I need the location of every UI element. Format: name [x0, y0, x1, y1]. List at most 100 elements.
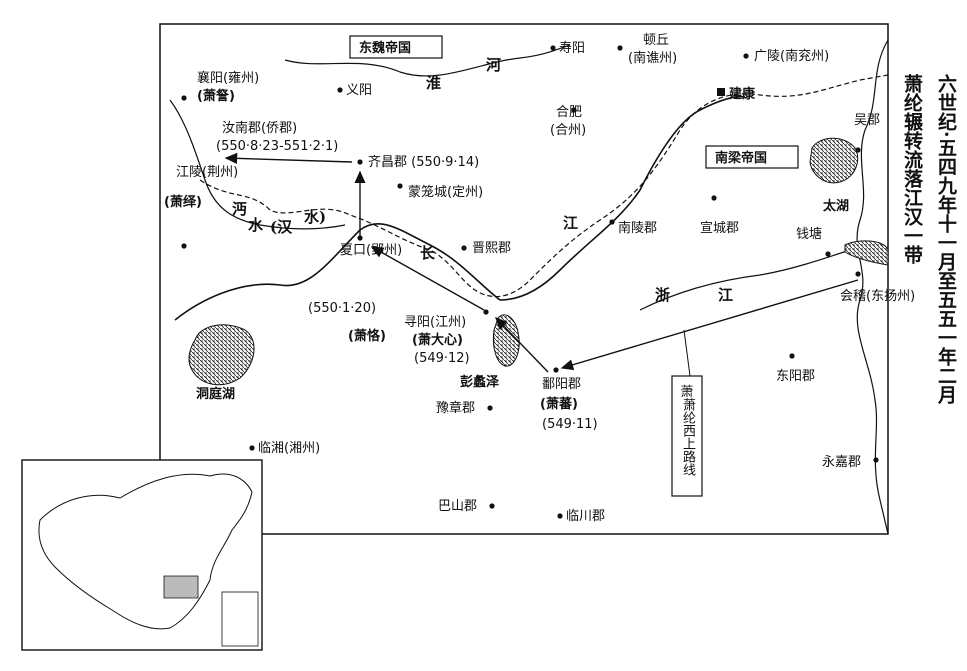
label-poyang-date: (549·11) [542, 417, 598, 432]
zhe-river [639, 249, 851, 311]
label-linxiang: 临湘(湘州) [258, 441, 320, 456]
label-jiangling-sub: (萧绎) [164, 194, 202, 210]
coastline [856, 39, 889, 535]
label-yongjia: 永嘉郡 [822, 455, 861, 470]
route-poyang-xunyang [495, 316, 549, 373]
dot-yiyang [337, 87, 343, 93]
label-nanling: 南陵郡 [618, 220, 657, 236]
label-xiakou-date: (550·1·20) [308, 301, 376, 316]
dot-hefei [571, 107, 577, 113]
dot-nanling [609, 219, 615, 225]
mian-label-1: 沔 [232, 200, 247, 218]
dot-wujun [855, 147, 861, 153]
dot-linxiang [249, 445, 255, 451]
label-runan-date: (550·8·23-551·2·1) [216, 139, 338, 154]
jiang-label-2: 江 [563, 214, 578, 232]
route-label-text: 萧纶西上路线 [680, 398, 695, 476]
route-label-box [671, 375, 703, 497]
tai-lake [809, 137, 859, 184]
label-jiangling: 江陵(荆州) [176, 164, 238, 180]
south-liang-box [705, 145, 799, 169]
label-runan: 汝南郡(侨郡) [222, 120, 297, 136]
dot-xuancheng [711, 195, 717, 201]
dot-poyang [553, 367, 559, 373]
east-wei-label: 东魏帝国 [359, 40, 411, 56]
label-pengli: 彭蠡泽 [460, 374, 500, 390]
label-hefei: 合肥 [556, 105, 582, 120]
dot-xiakou [357, 235, 363, 241]
label-taihu: 太湖 [822, 198, 849, 214]
city-dots [181, 45, 879, 519]
dot-xiangyang [181, 95, 187, 101]
huai-label-2: 河 [486, 56, 501, 74]
label-wujun: 吴郡 [854, 113, 880, 128]
dot-qichang [357, 159, 363, 165]
map-frame [159, 23, 889, 535]
dot-yongjia [873, 457, 879, 463]
dot-qiantang [825, 251, 831, 257]
route-kuaiji-poyang [560, 279, 859, 371]
label-yiyang: 义阳 [346, 83, 372, 98]
route-arrows [224, 152, 859, 373]
dot-bashan [489, 503, 495, 509]
dot-jinxi [461, 245, 467, 251]
label-jiankang: 建康 [729, 86, 756, 102]
border-line [199, 74, 889, 298]
label-xunyang: 寻阳(江州) [404, 315, 466, 330]
label-poyang: 鄱阳郡 [542, 377, 581, 392]
huai-label-1: 淮 [426, 74, 441, 92]
dot-jiankang [717, 88, 725, 96]
label-dongting: 洞庭湖 [196, 386, 235, 402]
label-dongyang: 东阳郡 [776, 369, 815, 384]
mian-label-2: 水 [248, 216, 264, 234]
label-xiakou-sub: (萧恪) [348, 328, 386, 344]
label-jinxi: 晋熙郡 [472, 241, 511, 256]
side-title: 六世纪·五四九年十一月至五五一年二月 萧纶辗转流落江汉一带 [893, 74, 963, 534]
route-xunyang-xiakou [370, 246, 485, 311]
dot-kuaiji [855, 271, 861, 277]
label-xiangyang-sub: (萧詧) [197, 88, 235, 104]
side-title-line1: 六世纪·五四九年十一月至五五一年二月 [935, 74, 957, 404]
inset-china-outline [38, 473, 253, 630]
mian-label-3: (汉 [270, 218, 293, 236]
label-qiantang: 钱塘 [796, 226, 822, 242]
dot-shouyang [550, 45, 556, 51]
south-liang-label: 南梁帝国 [715, 150, 767, 166]
label-poyang-sub: (萧蕃) [540, 396, 578, 412]
dongting-lake [188, 324, 255, 386]
inset-region-mark [163, 575, 199, 599]
label-qichang: 齐昌郡 (550·9·14) [368, 154, 479, 170]
dot-dunqiu [617, 45, 623, 51]
huai-river [284, 44, 571, 77]
label-hefei-sub: (合州) [550, 123, 586, 138]
label-xuancheng: 宣城郡 [700, 220, 739, 236]
label-shouyang: 寿阳 [559, 41, 585, 56]
dot-jiangling [181, 243, 187, 249]
label-bashan: 巴山郡 [438, 499, 477, 514]
jiang-label-1: 长 [420, 244, 436, 262]
dot-guangling [743, 53, 749, 59]
yangtze-river [174, 95, 746, 321]
dot-menglong [397, 183, 403, 189]
label-dunqiu: 顿丘 [643, 33, 669, 48]
label-xiangyang: 襄阳(雍州) [197, 70, 259, 86]
hangzhou-bay [844, 240, 889, 266]
label-dunqiu-sub: (南谯州) [628, 50, 677, 66]
label-xunyang-date: (549·12) [414, 351, 470, 366]
label-menglong: 蒙笼城(定州) [408, 184, 483, 200]
han-river [169, 99, 346, 230]
zhe-label-2: 江 [718, 286, 733, 304]
side-title-line2: 萧纶辗转流落江汉一带 [901, 74, 923, 264]
dot-linchuan [557, 513, 563, 519]
label-xiakou: 夏口(郢州) [340, 243, 402, 258]
dot-xunyang [483, 309, 489, 315]
label-guangling: 广陵(南兖州) [754, 48, 829, 64]
label-yuzhang: 豫章郡 [436, 400, 475, 416]
label-kuaiji: 会稽(东扬州) [840, 289, 915, 304]
route-qichang-runan [224, 152, 353, 164]
route-label: 萧 [680, 385, 693, 400]
label-linchuan: 临川郡 [566, 509, 605, 524]
east-wei-box [349, 35, 443, 59]
zhe-label-1: 浙 [655, 286, 670, 304]
